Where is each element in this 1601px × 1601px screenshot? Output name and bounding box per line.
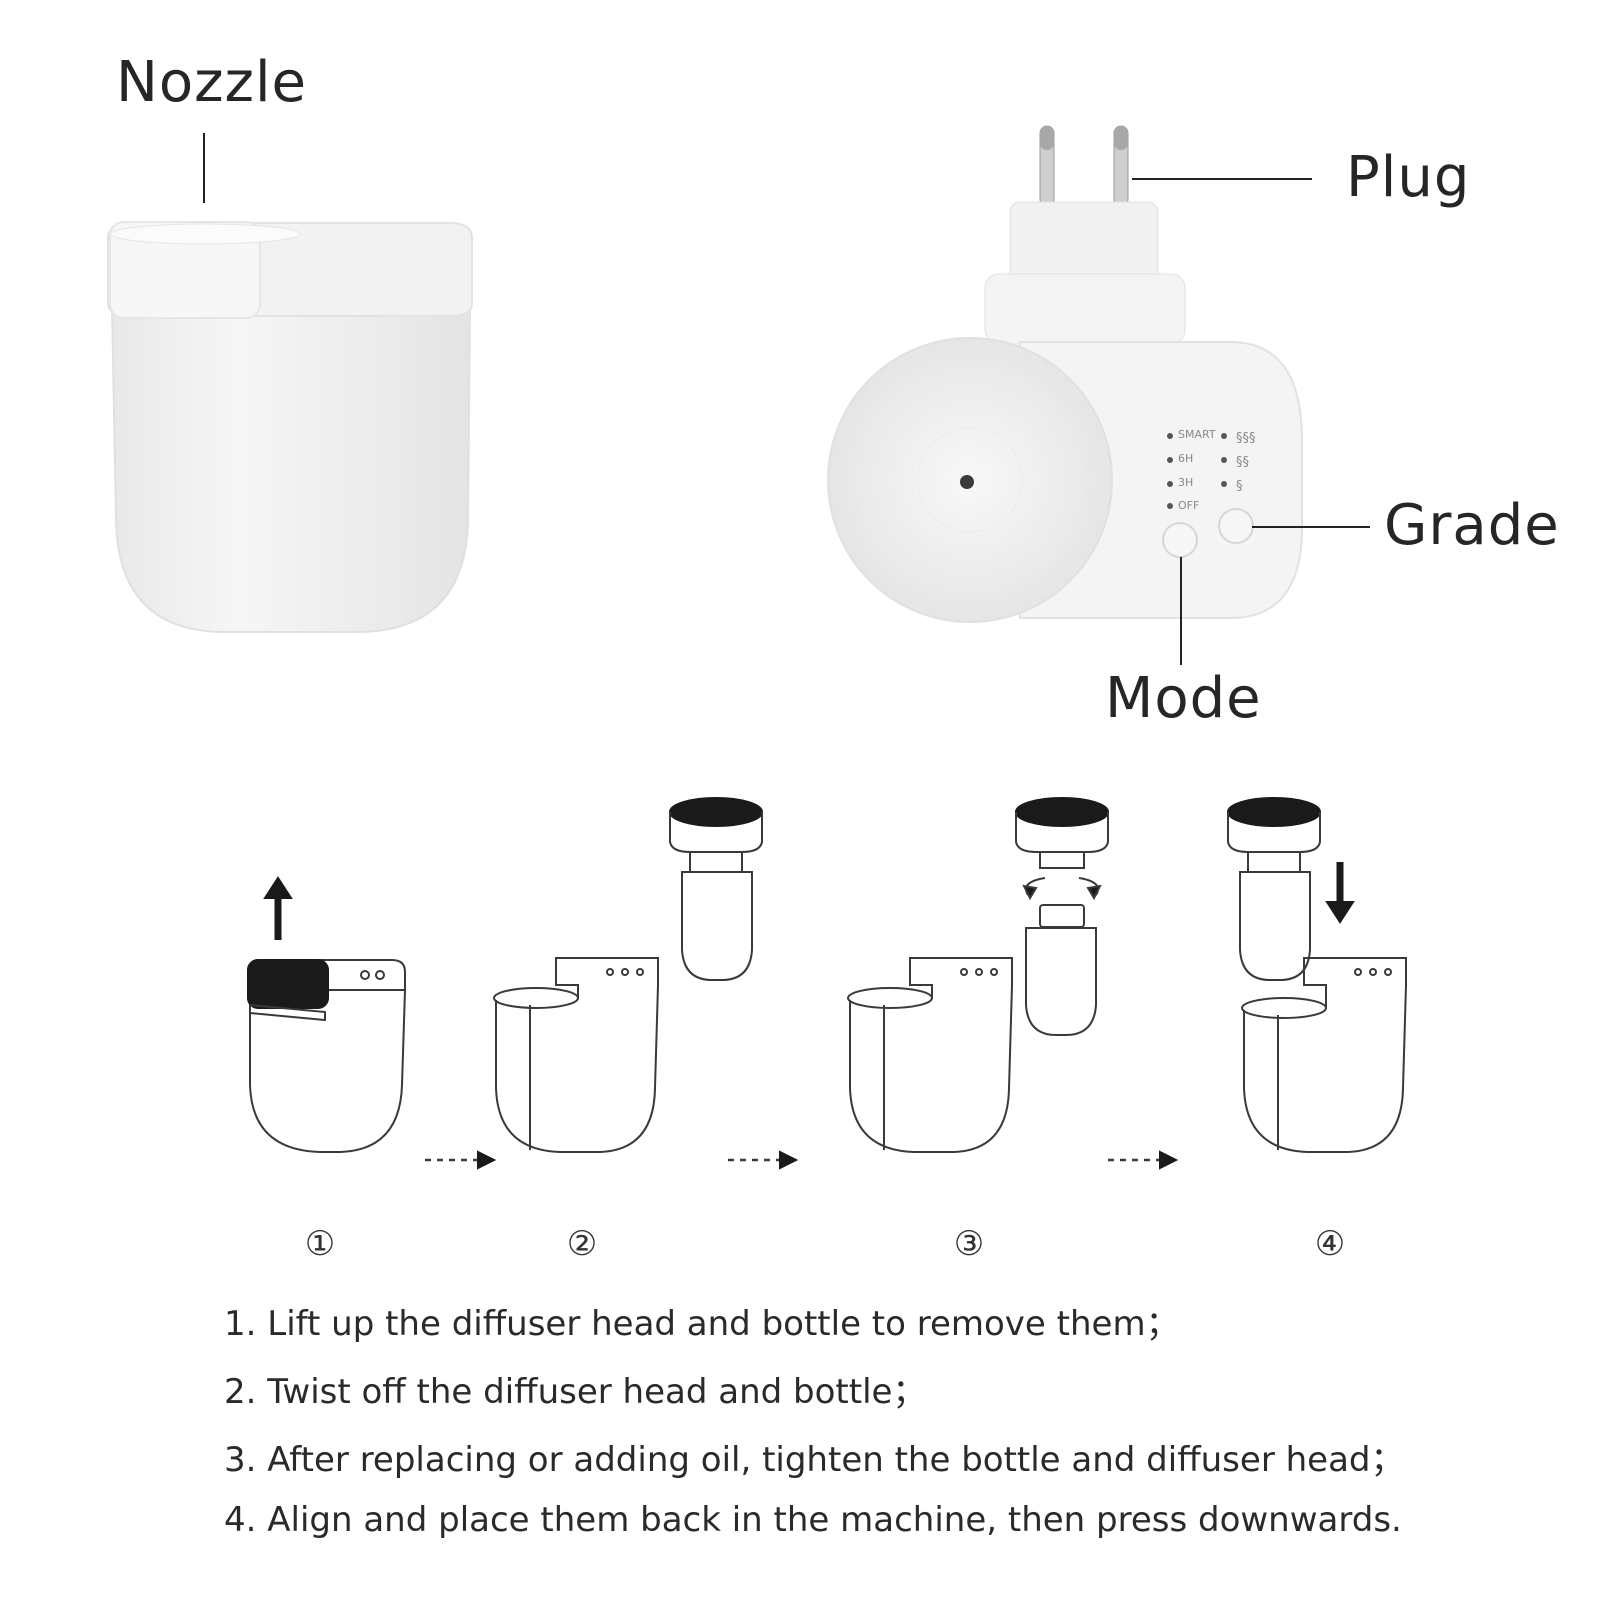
instruction-3: 3. After replacing or adding oil, tighte…: [224, 1440, 1405, 1480]
step-number-2: ②: [566, 1224, 598, 1264]
svg-text:§§: §§: [1236, 455, 1249, 470]
plug-label: Plug: [1346, 145, 1471, 210]
step-2-illustration: [493, 797, 763, 1153]
plug-leader-line: [1132, 178, 1312, 180]
grade-label: Grade: [1384, 493, 1560, 558]
step-4-illustration: [1227, 797, 1407, 1153]
mode-smart-label: SMART: [1178, 428, 1216, 441]
mode-6h-label: 6H: [1178, 452, 1194, 465]
mode-3h-label: 3H: [1178, 476, 1194, 489]
instruction-1: 1. Lift up the diffuser head and bottle …: [224, 1304, 1180, 1344]
instruction-2: 2. Twist off the diffuser head and bottl…: [224, 1372, 927, 1412]
nozzle-label: Nozzle: [116, 50, 307, 115]
nozzle-leader-line: [203, 133, 205, 203]
step-3-illustration: [847, 797, 1109, 1153]
step-number-1: ①: [304, 1224, 336, 1264]
instruction-4: 4. Align and place them back in the mach…: [224, 1500, 1402, 1540]
mode-off-label: OFF: [1178, 499, 1200, 512]
grade-leader-line: [1252, 526, 1370, 528]
step-number-4: ④: [1314, 1224, 1346, 1264]
step-number-3: ③: [953, 1224, 985, 1264]
mode-label: Mode: [1105, 666, 1262, 731]
step-1-illustration: [247, 876, 406, 1153]
svg-text:§§§: §§§: [1236, 431, 1256, 446]
svg-text:§: §: [1236, 479, 1243, 494]
mode-leader-line: [1180, 557, 1182, 665]
